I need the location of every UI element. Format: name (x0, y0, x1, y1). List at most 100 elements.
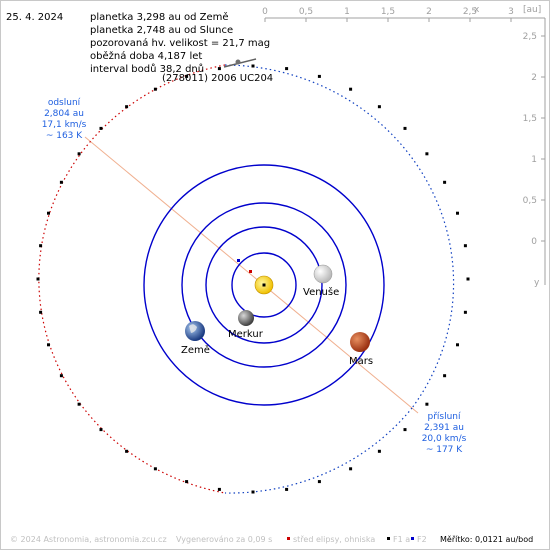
perihelion-title: přísluní (427, 412, 461, 422)
generated-text: Vygenerováno za 0,09 s (176, 535, 272, 544)
legend-f2-text: F2 (417, 535, 427, 544)
orbit-position-marker (456, 343, 459, 347)
orbit-position-marker (285, 487, 289, 491)
earth-label: Země (181, 344, 210, 356)
scale-x-tick-label: 0 (262, 7, 268, 17)
orbit-position-marker (463, 310, 467, 314)
info-line-period: oběžná doba 4,187 let (90, 50, 202, 62)
orbit-position-marker (377, 449, 381, 453)
scale-text: Měřítko: 0,0121 au/bod (440, 535, 533, 544)
aphelion-info: odsluní 2,804 au 17,1 km/s ~ 163 K (42, 98, 87, 141)
aphelion-temp: ~ 163 K (46, 131, 83, 141)
venus-icon (313, 264, 333, 284)
orbit-position-marker (317, 74, 321, 78)
scale-x-label: x (474, 5, 480, 15)
orbit-position-marker (99, 126, 103, 130)
orbit-position-marker (77, 152, 81, 156)
info-line-distance-earth: planetka 3,298 au od Země (90, 11, 229, 23)
scale-y-tick-label: 2 (531, 73, 537, 83)
orbit-position-marker (251, 490, 255, 494)
scale-x-tick-label: 1 (344, 7, 350, 17)
scale-y-tick-label: 0 (531, 237, 537, 247)
scale-unit-label: [au] (523, 5, 541, 15)
orbit-position-marker (425, 152, 429, 156)
copyright-text: © 2024 Astronomia, astronomia.zcu.cz (10, 535, 167, 544)
orbit-position-marker (185, 480, 189, 484)
orbit-position-marker (153, 87, 157, 91)
orbit-position-marker (285, 67, 289, 71)
orbit-position-marker (377, 105, 381, 109)
asteroid-icon (223, 58, 257, 68)
footer: © 2024 Astronomia, astronomia.zcu.cz Vyg… (10, 535, 533, 544)
mercury-orbit (231, 252, 297, 318)
orbit-position-marker (349, 467, 353, 471)
scale-y-tick-label: 0,5 (523, 196, 537, 206)
mars-label: Mars (349, 356, 373, 367)
ellipse-center-marker (249, 270, 252, 273)
orbit-position-marker (456, 211, 459, 215)
scale-y-tick-label: 1 (531, 155, 537, 165)
legend-f2-marker (411, 537, 414, 540)
orbit-position-marker (443, 180, 447, 184)
legend-f1-marker (387, 537, 390, 540)
orbit-position-marker (443, 374, 447, 378)
perihelion-speed: 20,0 km/s (422, 434, 467, 444)
legend-center-text: střed elipsy, ohniska (293, 535, 375, 544)
orbit-position-marker (39, 310, 43, 314)
orbit-position-marker (39, 244, 43, 248)
asteroid-name: (278011) 2006 UC204 (162, 73, 273, 84)
perihelion-distance: 2,391 au (424, 423, 464, 433)
scale-x-tick-label: 2 (426, 7, 432, 17)
scale-y-tick-label: 2,5 (523, 32, 537, 42)
info-line-magnitude: pozorovaná hv. velikost = 21,7 mag (90, 37, 270, 49)
scale-x-tick-label: 2,5 (463, 7, 477, 17)
scale-x-tick-label: 3 (508, 7, 514, 17)
orbit-position-marker (36, 277, 40, 281)
orbit-position-marker (125, 449, 129, 453)
venus-orbit (205, 226, 323, 344)
orbit-position-marker (47, 343, 50, 347)
venus-label: Venuše (303, 286, 339, 298)
scale-bar: 0 0,5 1 1,5 2 2,5 3 0 0,5 1 1,5 2 2,5 x [au] y (262, 5, 546, 288)
date-label: 25. 4. 2024 (6, 12, 63, 23)
earth-clouds (189, 324, 197, 333)
aphelion-speed: 17,1 km/s (42, 120, 87, 130)
orbit-position-marker (77, 402, 81, 406)
legend-f1-text: F1 a (393, 535, 410, 544)
mars-orbit (143, 164, 385, 406)
orbit-position-marker (466, 277, 470, 281)
orbit-position-marker (217, 67, 221, 71)
orbit-position-marker (425, 402, 429, 406)
info-line-distance-sun: planetka 2,748 au od Slunce (90, 25, 233, 36)
info-lines: planetka 3,298 au od Země planetka 2,748… (90, 11, 273, 84)
scale-y-tick-label: 1,5 (523, 114, 537, 124)
orbit-position-marker (59, 180, 63, 184)
earth-orbit (181, 202, 347, 368)
mercury-icon (238, 310, 254, 326)
orbit-position-marker (403, 126, 407, 130)
scale-x-tick-label: 0,5 (299, 7, 313, 17)
orbit-position-marker (251, 64, 255, 68)
orbit-position-marker (317, 480, 321, 484)
scale-x-tick-label: 1,5 (381, 7, 395, 17)
orbit-position-marker (349, 87, 353, 91)
orbit-position-marker (59, 374, 63, 378)
orbit-position-marker (153, 467, 157, 471)
aphelion-distance: 2,804 au (44, 109, 84, 119)
orbit-position-marker (99, 428, 103, 432)
focus-f2-marker (237, 259, 240, 262)
orbit-position-marker (47, 211, 50, 215)
orbit-position-marker (463, 244, 467, 248)
legend-center-marker (287, 537, 290, 540)
perihelion-temp: ~ 177 K (426, 445, 463, 455)
orbit-position-marker (185, 74, 189, 78)
sun-center-marker (262, 283, 266, 287)
apsidal-line (84, 136, 419, 414)
orbit-markers (36, 64, 470, 494)
scale-y-label: y (534, 278, 540, 288)
orbit-position-marker (125, 105, 129, 109)
aphelion-title: odsluní (48, 98, 81, 108)
